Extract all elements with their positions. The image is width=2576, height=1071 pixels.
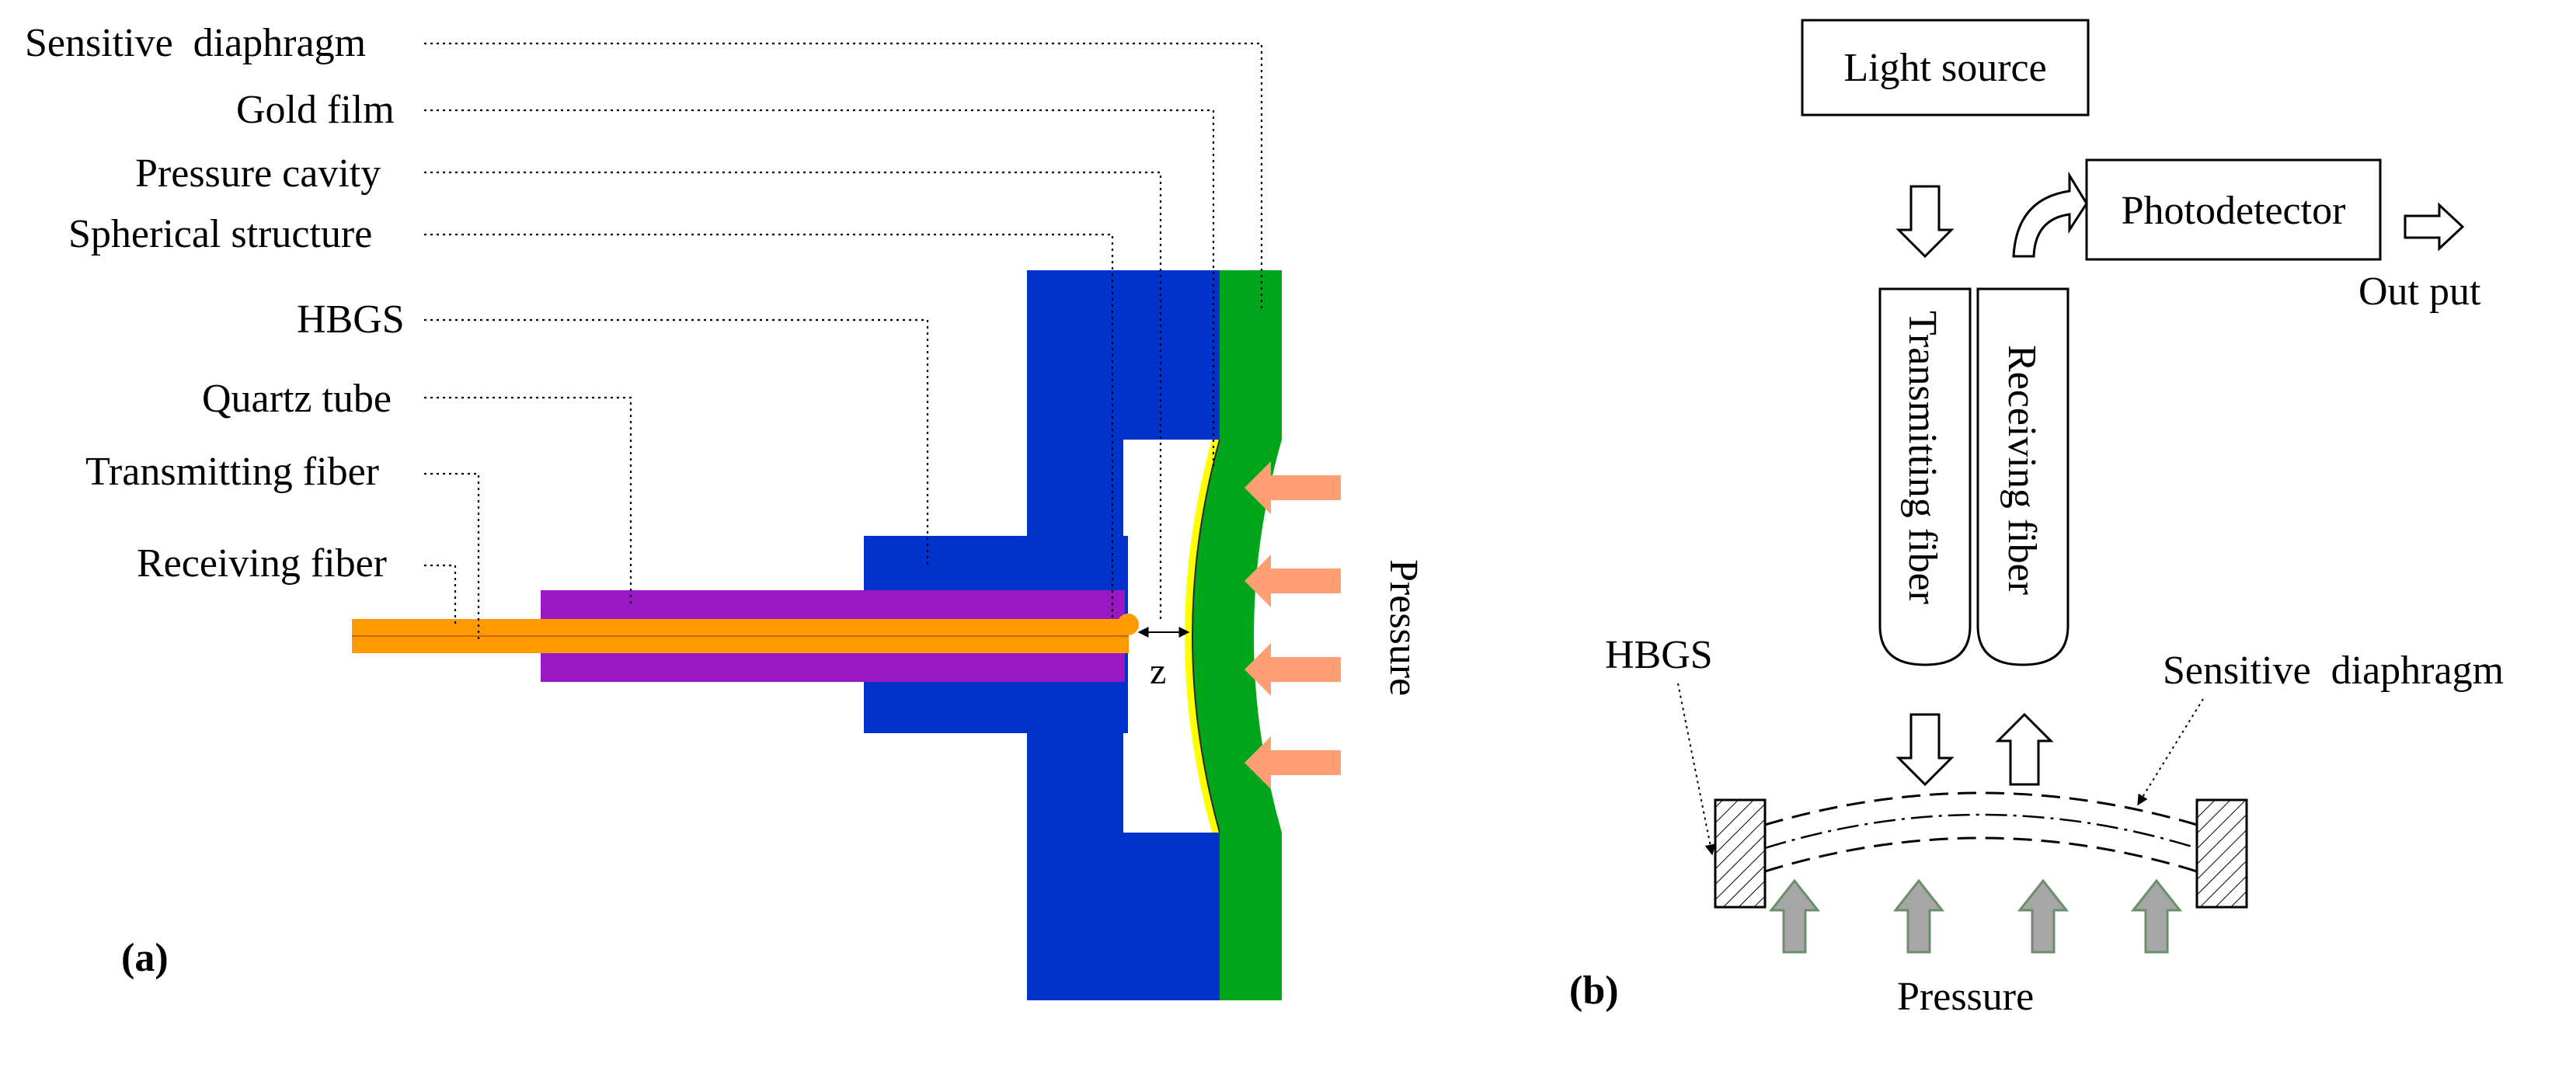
label-pressure-cavity: Pressure cavity (135, 151, 381, 196)
emit-down-arrow-icon (1895, 713, 1955, 787)
pressure-arrows-b (1768, 878, 2183, 954)
label-receiving-fiber: Receiving fiber (137, 541, 387, 586)
fiber-bundle (352, 614, 1139, 653)
output-arrow-icon (2404, 202, 2465, 252)
light-source-box (1801, 19, 2090, 116)
panel-b: Light source Photodetector Out put Trans… (1569, 19, 2504, 1019)
pressure-arrow (2130, 878, 2183, 954)
pressure-label-a: Pressure (1381, 559, 1426, 696)
gap-indicator: z (1137, 627, 1190, 692)
receiving-fiber-body (1976, 287, 2070, 666)
label-gold-film: Gold film (236, 88, 395, 132)
panel-a: z Pressure Sensitive diaphragm Gold film… (25, 21, 1426, 1000)
photodetector-label: Photodetector (2122, 189, 2346, 233)
spherical-structure-shape (1117, 614, 1139, 635)
label-quartz-tube: Quartz tube (202, 377, 392, 421)
label-spherical-structure: Spherical structure (68, 212, 372, 256)
transmitting-fiber-body (1878, 287, 1972, 666)
gold-film-layer (1185, 440, 1220, 833)
pressure-arrow (1244, 461, 1341, 514)
panel-label-a: (a) (121, 936, 169, 980)
sensitive-diaphragm-label-b: Sensitive diaphragm (2163, 649, 2504, 693)
transmitting-fiber-label: Transmitting fiber (1900, 311, 1944, 604)
light-down-arrow-icon (1895, 185, 1955, 259)
diaphragm-curves (1764, 791, 2198, 873)
light-source-label: Light source (1843, 46, 2046, 90)
pressure-arrow (1244, 736, 1341, 789)
pressure-arrow (1244, 643, 1341, 696)
photodetector-box (2085, 158, 2382, 261)
pressure-arrows-a (1244, 461, 1341, 789)
pressure-arrow (1892, 878, 1945, 954)
receiving-fiber-label: Receiving fiber (2000, 345, 2044, 595)
pressure-label-b: Pressure (1897, 975, 2034, 1019)
pressure-arrow (1768, 878, 1821, 954)
hbgs-left-block (1714, 798, 1767, 909)
pressure-arrow (1244, 555, 1341, 607)
panel-label-b: (b) (1569, 968, 1619, 1013)
output-label: Out put (2358, 269, 2481, 314)
hbgs-right-block (2195, 798, 2248, 909)
hbgs-pointer (1677, 683, 1716, 856)
gap-symbol: z (1150, 651, 1166, 692)
label-hbgs: HBGS (297, 297, 405, 342)
diaphragm-pointer (2137, 698, 2204, 806)
pressure-arrow (2017, 878, 2070, 954)
hbgs-label-b: HBGS (1605, 633, 1713, 677)
label-transmitting-fiber: Transmitting fiber (85, 450, 379, 494)
curved-arrow-icon (2012, 171, 2088, 258)
leader-lines-a (424, 42, 1263, 642)
reflect-up-arrow-icon (1995, 712, 2054, 786)
sensitive-diaphragm-shape (1185, 270, 1282, 1000)
label-sensitive-diaphragm: Sensitive diaphragm (25, 21, 366, 65)
